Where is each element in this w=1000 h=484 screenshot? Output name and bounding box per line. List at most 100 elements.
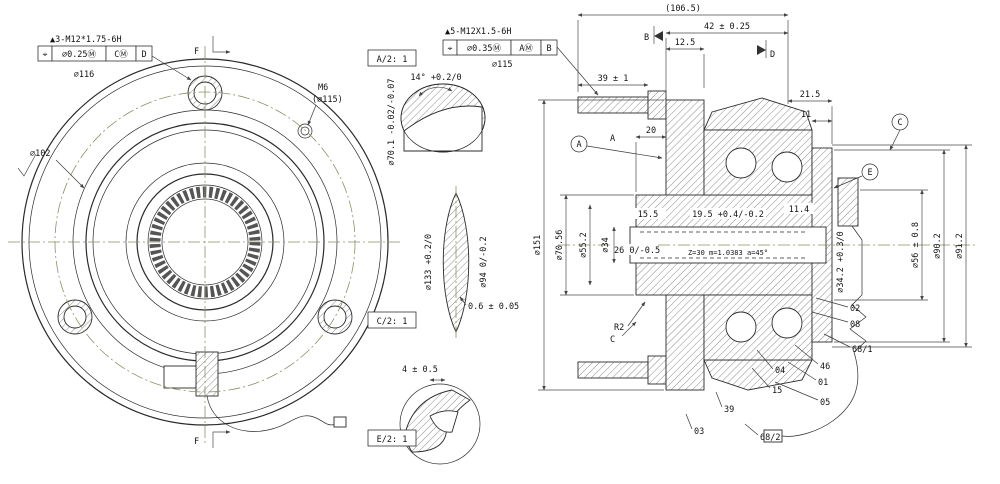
section-letter-c: C [610, 335, 615, 345]
cable-end [333, 416, 347, 428]
part-callouts: 02 08 68/1 46 04 01 15 05 39 03 68/2 [685, 297, 872, 443]
spline-spec: Z=30 m=1.0383 a=45° [688, 249, 768, 257]
dim-21-5: 21.5 [800, 90, 820, 100]
detail-e: 4 ± 0.5 E/2: 1 [367, 365, 481, 465]
callout-39: 39 [724, 405, 734, 415]
dia102-dim: ⌀102 [30, 149, 50, 159]
detail-e-label: E/2: 1 [377, 435, 408, 445]
datum-a: A [576, 140, 581, 150]
callout-46: 46 [820, 362, 830, 372]
fcf-tolerance: ⌀0.25Ⓜ [62, 50, 97, 60]
callout-68-2: 68/2 [760, 433, 780, 443]
section-view [558, 90, 978, 443]
callout-15: 15 [772, 386, 782, 396]
datum-e-circle [861, 163, 879, 181]
m6-hole [297, 123, 313, 139]
dim-dia151: ⌀151 [533, 235, 543, 255]
dia94-dim: ⌀94 0/-0.2 [479, 236, 489, 287]
dim-12-5: 12.5 [675, 38, 695, 48]
datum-a-circle [570, 135, 588, 153]
abs-cable [206, 395, 337, 432]
section-letter-f-top: F [194, 47, 199, 57]
detail-c: C/2: 1 0.6 ± 0.05 ⌀133 +0.2/0 ⌀94 0/-0.2 [367, 186, 519, 340]
stud-circle-dim: ⌀115 [492, 60, 512, 70]
section-letter-f-bottom: F [194, 437, 199, 447]
dim-11: 11 [801, 110, 811, 120]
detail-c-label: C/2: 1 [377, 317, 408, 327]
angle-14-dim: 14° +0.2/0 [410, 73, 461, 83]
datum-b-flag-icon [654, 31, 663, 41]
front-view [8, 36, 402, 448]
fcf-datum1: CⓂ [114, 50, 128, 60]
datum-e: E [867, 168, 872, 178]
detail-a: A/2: 1 14° +0.2/0 ⌀70.1 -0.02/-0.07 [367, 49, 486, 166]
m6-note: M6 [318, 83, 328, 93]
datum-a-plain: A [610, 134, 615, 144]
dim-26: 26 0/-0.5 [614, 246, 660, 256]
callout-02: 02 [850, 304, 860, 314]
abs-cable-section [781, 351, 859, 437]
section-annotations: ▲5-M12X1.5-6H ⌖ ⌀0.35Ⓜ AⓂ B ⌀115 (106.5)… [442, 4, 972, 443]
bearing-ball [725, 311, 757, 343]
dim-dia91-2: ⌀91.2 [955, 233, 965, 259]
fcf-tolerance: ⌀0.35Ⓜ [467, 44, 502, 54]
feature-control-frame-front: ⌖ ⌀0.25Ⓜ CⓂ D [37, 45, 153, 62]
overall-width-dim: (106.5) [665, 4, 701, 14]
bolt-circle-116 [54, 91, 356, 393]
bearing-ball [771, 307, 803, 339]
feature-control-frame-section: ⌖ ⌀0.35Ⓜ AⓂ B [442, 39, 558, 56]
cable-connector [763, 429, 783, 443]
wheel-stud-top [577, 96, 649, 114]
dim-39: 39 ± 1 [598, 74, 629, 84]
fcf-datum2: D [141, 50, 146, 60]
callout-01: 01 [818, 378, 828, 388]
abs-sensor [837, 177, 859, 227]
surface-finish-icon [17, 153, 37, 177]
cable-coil [849, 225, 867, 353]
hub-cap-top [703, 97, 813, 131]
dim-dia56: ⌀56 ± 0.8 [911, 222, 921, 268]
dim-dia90-2: ⌀90.2 [933, 233, 943, 259]
dim-dia34-2: ⌀34.2 +0.3/0 [836, 231, 846, 292]
callout-05: 05 [820, 398, 830, 408]
bearing-ball [771, 151, 803, 183]
dim-r2: R2 [614, 323, 624, 333]
section-f-arrow-top [212, 36, 231, 54]
m12-hole-left [57, 299, 93, 335]
datum-b: B [644, 33, 649, 43]
wheel-stud-bottom [577, 361, 649, 379]
dim-15-5: 15.5 [638, 210, 658, 220]
m12-hole-right [317, 299, 353, 335]
dim-4: 4 ± 0.5 [402, 365, 438, 375]
gap-dim: 0.6 ± 0.05 [468, 302, 519, 312]
datum-d-flag-icon [757, 45, 766, 55]
thread-note-front: ▲3-M12*1.75-6H [50, 35, 122, 45]
dim-11-4: 11.4 [789, 205, 809, 215]
dim-20: 20 [646, 126, 656, 136]
thread-note-section: ▲5-M12X1.5-6H [445, 27, 512, 37]
dim-19-5: 19.5 +0.4/-0.2 [692, 210, 764, 220]
fcf-datum1: AⓂ [519, 44, 533, 54]
abs-connector-plug [163, 365, 197, 389]
callout-04: 04 [775, 366, 785, 376]
bearing-ball [725, 147, 757, 179]
m6-bolt-circle: (⌀115) [312, 95, 343, 105]
bolt-circle-dim: ⌀116 [74, 70, 94, 80]
dia701-dim: ⌀70.1 -0.02/-0.07 [387, 79, 397, 166]
fcf-symbol: ⌖ [448, 44, 453, 54]
abs-connector-body [195, 351, 219, 397]
dim-dia70-56: ⌀70.56 [555, 230, 565, 261]
fcf-datum2: B [546, 44, 551, 54]
callout-03: 03 [694, 427, 704, 437]
datum-d: D [770, 50, 775, 60]
datum-c: C [897, 118, 902, 128]
dim-dia34: ⌀34 [601, 237, 611, 252]
dia133-dim: ⌀133 +0.2/0 [424, 234, 434, 290]
front-annotations: ▲3-M12*1.75-6H ⌖ ⌀0.25Ⓜ CⓂ D ⌀116 M6 (⌀1… [17, 35, 343, 447]
callout-08: 08 [850, 320, 860, 330]
fcf-symbol: ⌖ [43, 50, 48, 60]
dim-42: 42 ± 0.25 [704, 22, 750, 32]
dim-dia55-2: ⌀55.2 [579, 232, 589, 258]
